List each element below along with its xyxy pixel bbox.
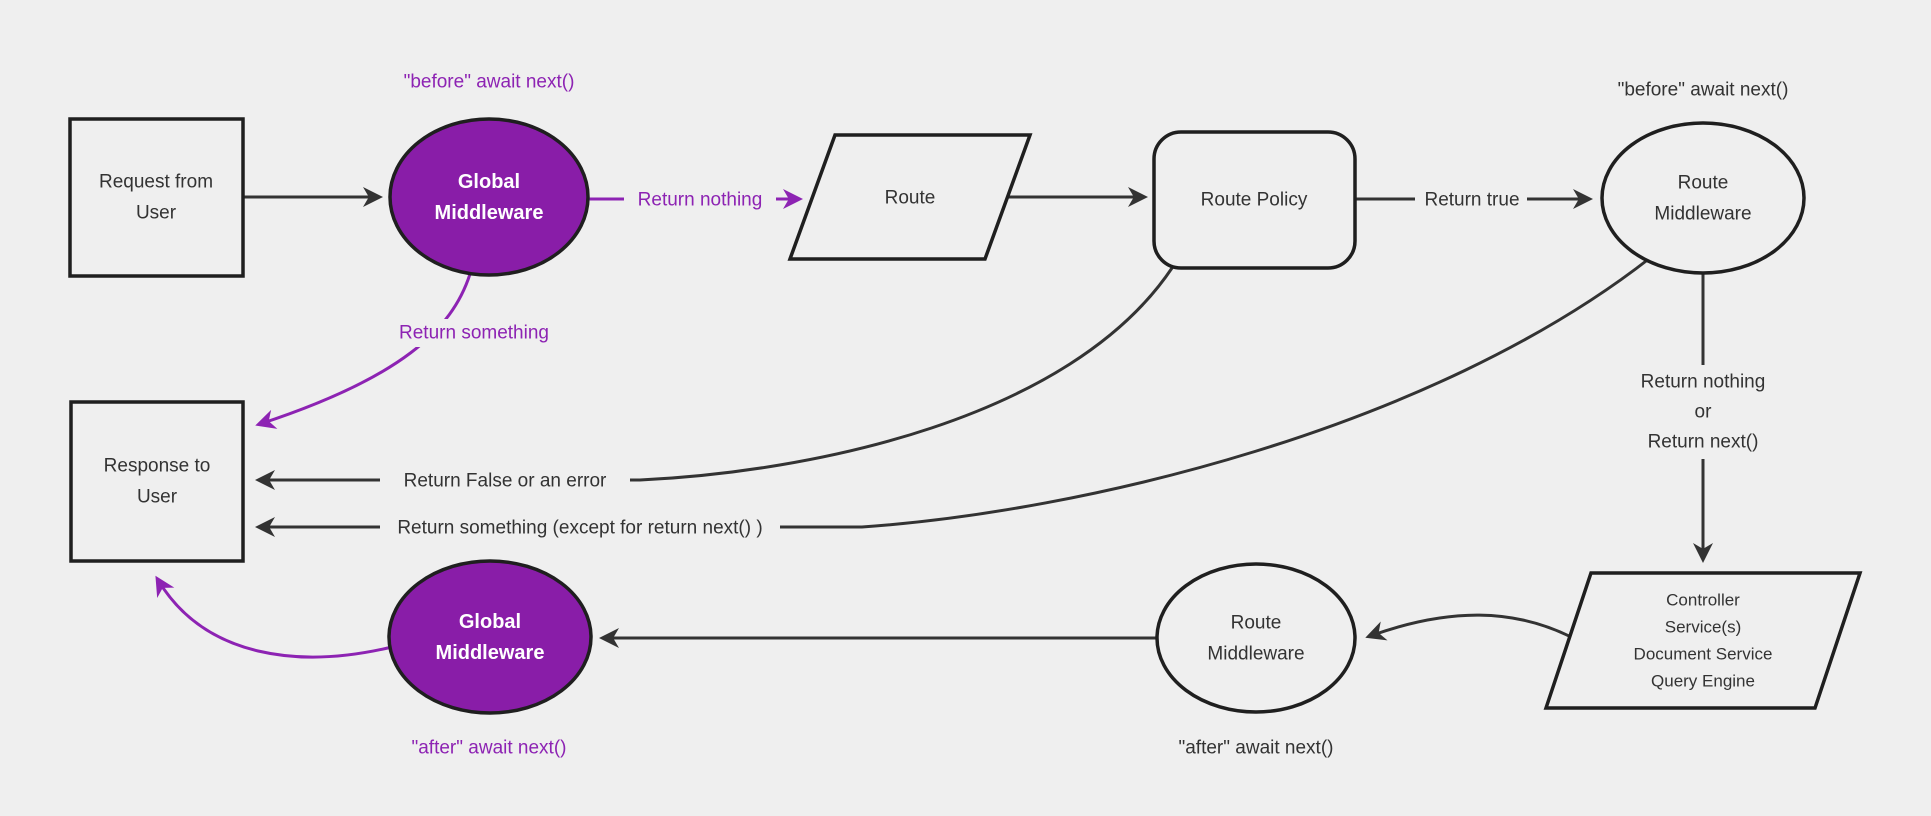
label-or-line: or	[1695, 402, 1713, 423]
route-label: Route	[885, 188, 936, 209]
label-return-next-line: Return next()	[1648, 432, 1759, 453]
global-middleware-after-label-line1: Global	[459, 611, 521, 633]
global-middleware-before-node	[388, 117, 590, 277]
route-middleware-after-label-line2: Middleware	[1207, 644, 1304, 665]
request-from-user-label-line2: User	[136, 203, 177, 224]
annotation-after-await-global: "after" await next()	[412, 738, 567, 759]
label-bg-return-nothing-or-next	[1625, 365, 1781, 459]
response-to-user-label-line1: Response to	[104, 456, 211, 477]
label-return-something: Return something	[399, 323, 549, 344]
controller-label-line4: Query Engine	[1651, 672, 1755, 691]
controller-label-line3: Document Service	[1634, 645, 1773, 664]
label-bg-return-false	[380, 466, 630, 495]
edge-route-policy-to-response	[255, 266, 1174, 490]
label-return-something-except: Return something (except for return next…	[397, 518, 762, 539]
request-from-user-label-line1: Request from	[99, 172, 213, 193]
annotation-before-await-global: "before" await next()	[404, 72, 575, 93]
response-to-user-node	[69, 400, 245, 563]
annotation-after-await-route: "after" await next()	[1179, 738, 1334, 759]
label-bg-return-something-except	[380, 513, 780, 542]
route-middleware-after-node	[1155, 562, 1357, 714]
label-return-false-or-error: Return False or an error	[404, 471, 607, 492]
global-middleware-before-label-line2: Middleware	[435, 202, 544, 224]
route-policy-node	[1152, 130, 1357, 270]
response-to-user-label-line2: User	[137, 487, 178, 508]
label-return-nothing: Return nothing	[638, 190, 763, 211]
label-bg-return-nothing	[624, 185, 776, 213]
route-middleware-before-node	[1600, 121, 1806, 275]
route-node	[787, 133, 1033, 261]
request-from-user-node	[68, 117, 245, 278]
global-middleware-before-label-line1: Global	[458, 171, 520, 193]
global-middleware-after-node	[387, 559, 593, 715]
edge-global-middleware-after-to-response	[155, 575, 394, 659]
route-middleware-after-label-line1: Route	[1231, 613, 1282, 634]
global-middleware-after-label-line2: Middleware	[436, 642, 545, 664]
controller-label-line1: Controller	[1666, 591, 1740, 610]
edge-route-middleware-to-response	[255, 256, 1652, 537]
label-bg-return-true	[1415, 185, 1527, 213]
annotation-before-await-route: "before" await next()	[1618, 80, 1789, 101]
controller-label-line2: Service(s)	[1665, 618, 1742, 637]
route-middleware-before-label-line1: Route	[1678, 173, 1729, 194]
controller-services-node	[1543, 571, 1863, 710]
label-return-nothing-line: Return nothing	[1641, 372, 1766, 393]
route-policy-label: Route Policy	[1201, 190, 1308, 211]
label-bg-return-something	[392, 319, 556, 347]
edge-global-middleware-return-something-to-response	[255, 272, 472, 429]
label-return-true: Return true	[1424, 190, 1519, 211]
edge-controller-to-route-middleware-after	[1365, 613, 1579, 642]
route-middleware-before-label-line2: Middleware	[1654, 204, 1751, 225]
